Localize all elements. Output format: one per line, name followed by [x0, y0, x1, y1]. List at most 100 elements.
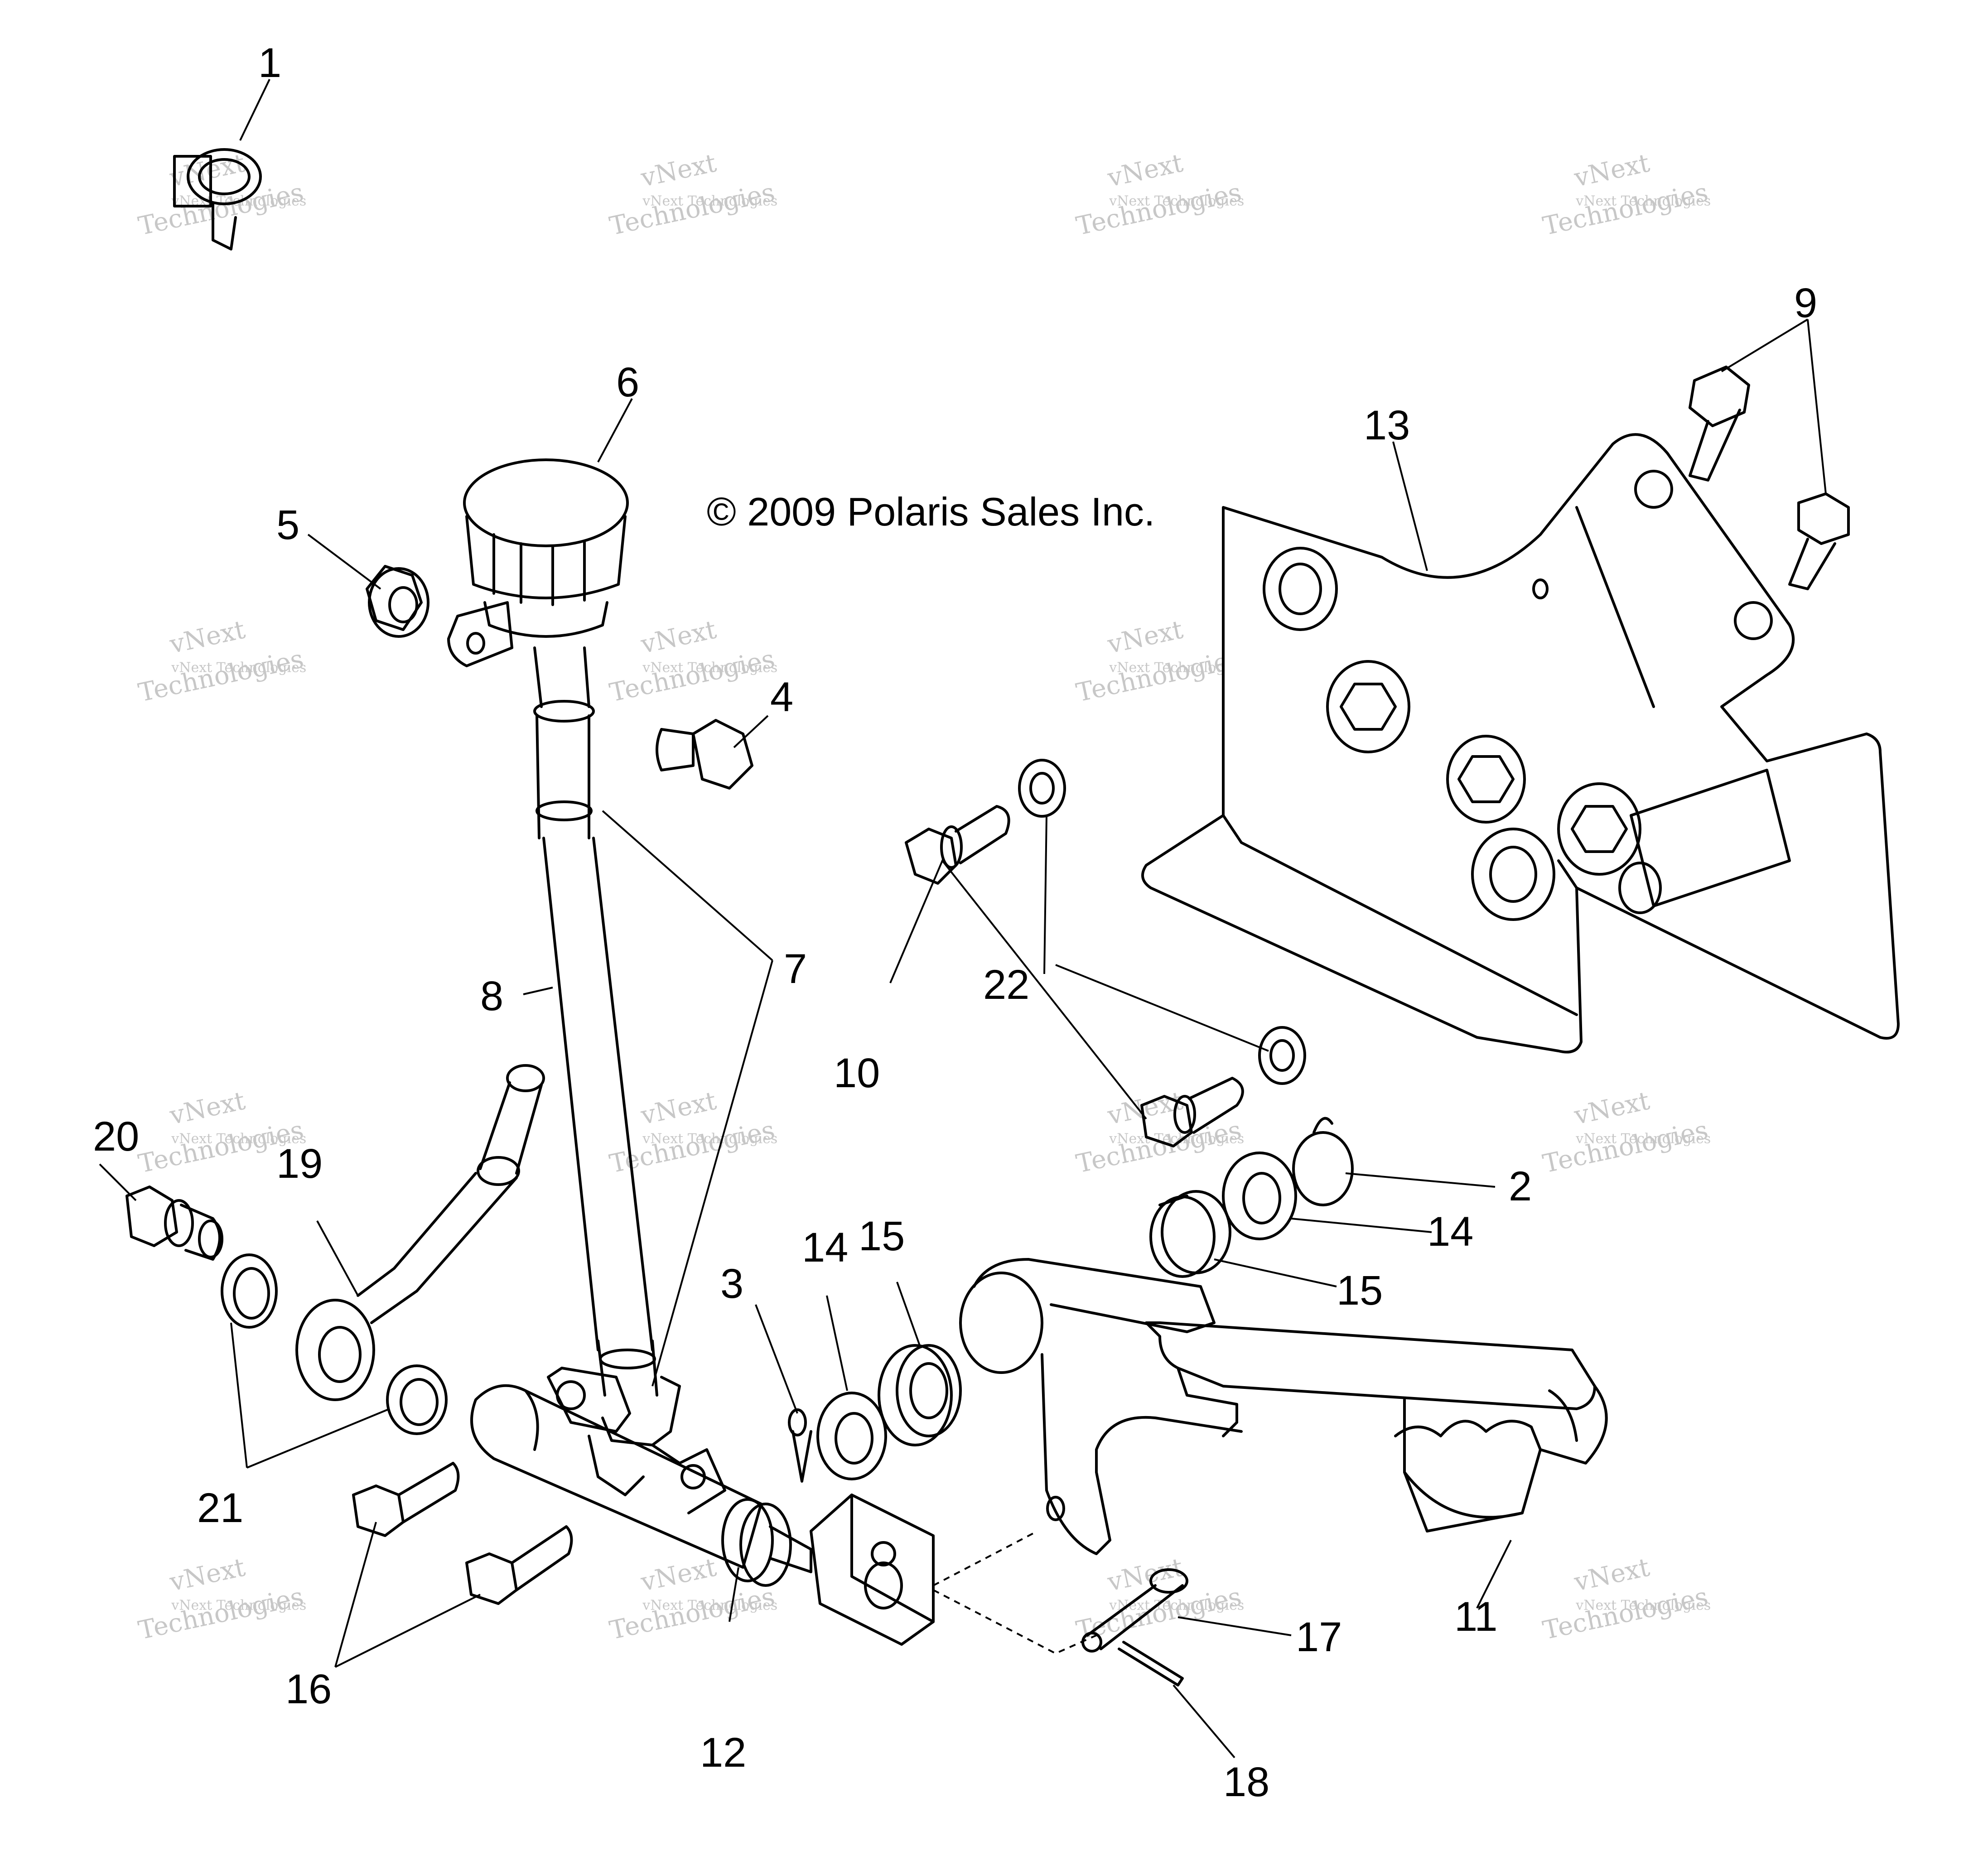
- watermark-small: vNext Technologies: [1575, 193, 1711, 209]
- watermark: vNext vNext Technologies Technologies: [1540, 148, 1711, 241]
- part-16-bolt[interactable]: [465, 1525, 573, 1605]
- watermark-big-2: Technologies: [1074, 644, 1244, 708]
- callout-20: 20: [93, 1113, 139, 1160]
- watermark-big-1: vNext: [167, 1552, 248, 1597]
- callout-17: 17: [1296, 1614, 1342, 1660]
- leader-lines: [99, 79, 1827, 1759]
- watermark-small: vNext Technologies: [642, 660, 777, 675]
- watermark-big-1: vNext: [167, 1086, 248, 1131]
- callout-15a: 15: [859, 1213, 905, 1259]
- callout-2: 2: [1509, 1163, 1532, 1209]
- part-9-bolt[interactable]: [1689, 366, 1750, 482]
- watermark-big-1: vNext: [1571, 1552, 1652, 1597]
- watermark-big-2: Technologies: [607, 178, 777, 241]
- watermark-big-2: Technologies: [136, 1582, 306, 1646]
- watermark-small: vNext Technologies: [171, 660, 306, 675]
- callout-6: 6: [616, 359, 639, 405]
- watermark-big-1: vNext: [1571, 1086, 1652, 1131]
- watermark-big-1: vNext: [1105, 148, 1186, 193]
- watermark: vNext vNext Technologies Technologies: [1074, 1086, 1244, 1179]
- part-15-bushing[interactable]: [1149, 1190, 1231, 1278]
- part-20-banjo-bolt[interactable]: [125, 1185, 223, 1261]
- copyright-notice: © 2009 Polaris Sales Inc.: [707, 489, 1155, 534]
- callout-18: 18: [1223, 1759, 1269, 1805]
- watermark: vNext vNext Technologies Technologies: [607, 148, 777, 241]
- callout-4: 4: [770, 674, 793, 720]
- part-11-brake-pedal[interactable]: [959, 1258, 1608, 1555]
- callout-12: 12: [700, 1730, 746, 1776]
- part-13-mounting-bracket[interactable]: [1141, 433, 1900, 1054]
- watermark-small: vNext Technologies: [642, 193, 777, 209]
- part-14-washer[interactable]: [1222, 1152, 1297, 1240]
- callout-22: 22: [983, 962, 1029, 1008]
- watermark-big-2: Technologies: [1540, 1115, 1711, 1179]
- part-18-cotter-pin[interactable]: [1118, 1641, 1184, 1687]
- part-10-bolt[interactable]: [1140, 1077, 1244, 1147]
- watermark-small: vNext Technologies: [642, 1131, 777, 1147]
- part-9-bolt[interactable]: [1788, 492, 1850, 590]
- watermark-big-2: Technologies: [1074, 1115, 1244, 1179]
- part-12-master-cylinder[interactable]: [470, 1367, 935, 1646]
- part-3-cotter-pin[interactable]: [788, 1408, 812, 1483]
- part-8-reservoir-hose[interactable]: [533, 646, 658, 1397]
- watermark-small: vNext Technologies: [642, 1597, 777, 1613]
- watermark: vNext vNext Technologies Technologies: [136, 148, 306, 241]
- watermark: vNext vNext Technologies Technologies: [1540, 1552, 1711, 1646]
- callout-5: 5: [276, 502, 299, 548]
- part-22-washer[interactable]: [1018, 759, 1066, 818]
- watermark-small: vNext Technologies: [171, 1597, 306, 1613]
- callout-15b: 15: [1337, 1267, 1383, 1314]
- watermark-big-2: Technologies: [607, 1582, 777, 1646]
- watermark-big-1: vNext: [638, 148, 719, 193]
- watermark-small: vNext Technologies: [1109, 660, 1244, 675]
- callout-14b: 14: [1427, 1209, 1473, 1255]
- part-22-washer[interactable]: [1258, 1026, 1306, 1085]
- callout-10: 10: [834, 1050, 880, 1096]
- callout-1: 1: [258, 40, 281, 86]
- callout-7: 7: [784, 946, 807, 992]
- watermark-big-2: Technologies: [1540, 1582, 1711, 1646]
- watermark-big-1: vNext: [167, 615, 248, 660]
- watermark-big-1: vNext: [638, 615, 719, 660]
- watermark-big-2: Technologies: [607, 644, 777, 708]
- callout-19: 19: [276, 1141, 323, 1187]
- part-15-bushing[interactable]: [878, 1344, 962, 1446]
- part-1-hose-clip[interactable]: [173, 148, 262, 251]
- alignment-line: [933, 1589, 1097, 1655]
- part-14-washer[interactable]: [816, 1392, 887, 1480]
- watermark: vNext vNext Technologies Technologies: [136, 1552, 306, 1646]
- callout-8: 8: [480, 973, 503, 1019]
- watermark-big-2: Technologies: [1074, 178, 1244, 241]
- watermark-big-1: vNext: [1571, 148, 1652, 193]
- callout-9: 9: [1794, 280, 1817, 326]
- part-6-reservoir-cap[interactable]: [447, 458, 629, 667]
- part-4-bolt[interactable]: [656, 719, 753, 790]
- part-5-flange-nut[interactable]: [366, 565, 429, 638]
- callout-3: 3: [720, 1261, 743, 1307]
- part-10-bolt[interactable]: [905, 805, 1010, 885]
- watermark: vNext vNext Technologies Technologies: [607, 615, 777, 708]
- watermark: vNext vNext Technologies Technologies: [1540, 1086, 1711, 1179]
- part-2-spring-clip[interactable]: [1292, 1117, 1354, 1206]
- watermark: vNext vNext Technologies Technologies: [136, 615, 306, 708]
- callout-13: 13: [1364, 402, 1410, 448]
- callout-21: 21: [197, 1485, 243, 1531]
- watermark-small: vNext Technologies: [1575, 1597, 1711, 1613]
- watermark-big-2: Technologies: [136, 644, 306, 708]
- watermark-small: vNext Technologies: [1109, 1597, 1244, 1613]
- watermark-big-1: vNext: [638, 1086, 719, 1131]
- watermark-big-1: vNext: [638, 1552, 719, 1597]
- callout-labels: 1 9 13 6 5 4 7 8 22 10 20 19 2 14 15 3 1…: [93, 40, 1817, 1805]
- part-16-bolt[interactable]: [352, 1462, 460, 1537]
- watermark-small: vNext Technologies: [1575, 1131, 1711, 1147]
- watermark: vNext vNext Technologies Technologies: [607, 1552, 777, 1646]
- watermark-small: vNext Technologies: [171, 1131, 306, 1147]
- part-21-crush-washer[interactable]: [221, 1253, 278, 1329]
- part-19-brake-line[interactable]: [295, 1064, 545, 1401]
- part-21-crush-washer[interactable]: [386, 1364, 448, 1435]
- callout-16: 16: [285, 1666, 332, 1712]
- alignment-line: [933, 1530, 1038, 1586]
- watermark-big-1: vNext: [1105, 615, 1186, 660]
- watermark-big-2: Technologies: [1540, 178, 1711, 241]
